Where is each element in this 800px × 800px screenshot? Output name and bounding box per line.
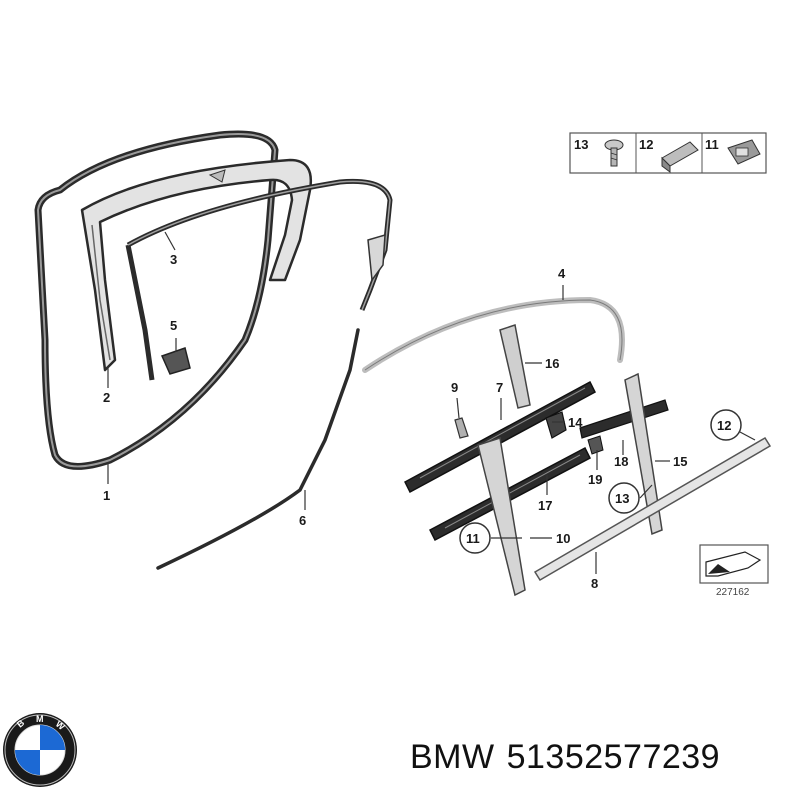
part-6-lower-seal <box>156 328 360 570</box>
callout-13-circle <box>608 482 640 514</box>
part-18-strip <box>579 399 669 439</box>
part-16-pillar-trim <box>499 324 531 409</box>
callout-1: 1 <box>103 488 110 503</box>
reference-box: 227162 <box>699 544 769 598</box>
callout-17: 17 <box>538 498 552 513</box>
callout-8: 8 <box>591 576 598 591</box>
callout-18: 18 <box>614 454 628 469</box>
part-4-upper-trim <box>362 296 625 373</box>
callout-14: 14 <box>568 415 583 430</box>
callout-11-circle <box>459 522 491 554</box>
svg-text:B: B <box>15 717 27 729</box>
legend-11-label: 11 <box>705 137 719 152</box>
callout-5: 5 <box>170 318 177 333</box>
callout-15: 15 <box>673 454 687 469</box>
callout-7: 7 <box>496 380 503 395</box>
part-10-pillar-cover <box>477 437 526 597</box>
callout-3: 3 <box>170 252 177 267</box>
part-9-clip <box>454 417 469 439</box>
legend-12-label: 12 <box>639 137 653 152</box>
svg-text:M: M <box>36 714 44 724</box>
fastener-legend: 13 12 11 <box>569 132 767 174</box>
callout-13: 13 <box>615 491 629 506</box>
callout-9: 9 <box>451 380 458 395</box>
callout-11: 11 <box>466 531 480 546</box>
clip-icon <box>661 141 699 173</box>
legend-13-label: 13 <box>574 137 588 152</box>
part-5-clip <box>160 347 191 375</box>
callout-2: 2 <box>103 390 110 405</box>
callout-12: 12 <box>717 418 731 433</box>
leader-lines <box>107 231 756 574</box>
callout-10: 10 <box>556 531 570 546</box>
callout-16: 16 <box>545 356 559 371</box>
part-number: 51352577239 <box>506 738 721 776</box>
callout-6: 6 <box>299 513 306 528</box>
part-8-sill-strip <box>533 436 772 582</box>
callout-4: 4 <box>558 266 566 281</box>
brand-name: BMW <box>410 738 495 776</box>
part-title: BMW 51352577239 <box>410 738 732 777</box>
bmw-logo-icon: B M W <box>3 713 77 787</box>
part-7-waist-strip <box>404 380 596 494</box>
part-19-clip <box>587 435 604 455</box>
callout-19: 19 <box>588 472 602 487</box>
part-2-window-channel <box>80 158 313 372</box>
retainer-icon <box>727 139 761 165</box>
callout-12-circle <box>710 409 742 441</box>
part-14-clip <box>545 411 567 439</box>
part-15-rear-pillar <box>624 372 663 536</box>
screw-icon <box>604 139 624 167</box>
diagram-id: 227162 <box>716 587 750 598</box>
part-1-highlight <box>36 133 277 468</box>
